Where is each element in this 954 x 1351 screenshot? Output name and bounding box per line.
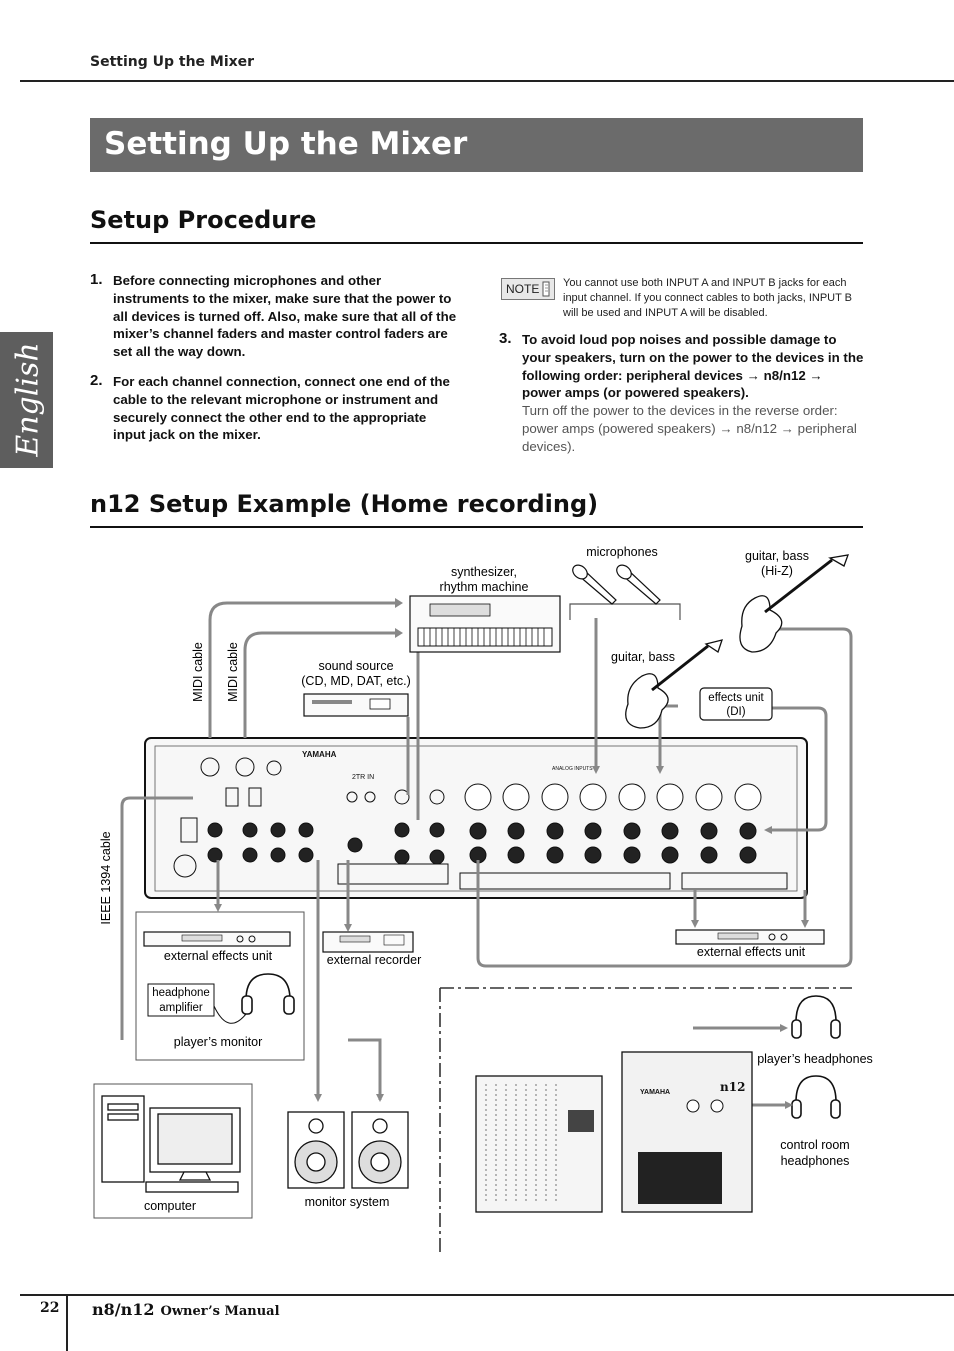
effects-cables [693, 890, 807, 920]
di-cable [772, 706, 828, 832]
svg-text:headphones: headphones [781, 1154, 850, 1168]
mixer-rear-panel: YAMAHA ANALOG INPUTS 2TR IN [144, 737, 808, 899]
step-note: Turn off the power to the devices in the… [522, 403, 857, 454]
svg-text:synthesizer,: synthesizer, [451, 565, 517, 579]
step-text: To avoid loud pop noises and possible da… [522, 332, 864, 401]
svg-text:microphones: microphones [586, 545, 658, 559]
header-rule [20, 80, 954, 82]
step-3: 3. To avoid loud pop noises and possible… [499, 330, 864, 456]
external-effects-unit-right-icon [675, 929, 825, 945]
svg-text:ANALOG INPUTS: ANALOG INPUTS [552, 766, 593, 772]
svg-text:player’s headphones: player’s headphones [757, 1052, 873, 1066]
svg-text:IEEE 1394 cable: IEEE 1394 cable [99, 831, 113, 924]
players-monitor-frame [135, 911, 305, 1061]
arrow-heads [214, 598, 809, 1109]
svg-text:headphone: headphone [152, 987, 210, 999]
effects-di-box [699, 687, 773, 721]
mixer-top-view: YAMAHA n12 [475, 1051, 753, 1213]
footer-divider [66, 1296, 68, 1351]
xlr-inputs-row [464, 783, 762, 811]
svg-text:guitar, bass: guitar, bass [745, 549, 809, 563]
ieee-cable [120, 796, 193, 1040]
svg-text:sound source: sound source [318, 659, 393, 673]
note-badge: NOTE [501, 278, 555, 300]
note-text: You cannot use both INPUT A and INPUT B … [563, 277, 853, 319]
svg-text:YAMAHA: YAMAHA [302, 750, 337, 759]
midi-cable-1 [208, 601, 395, 738]
phone-inputs-row [207, 822, 757, 865]
note-icon: NOTE [506, 281, 550, 297]
external-effects-unit-left-icon [143, 931, 291, 947]
svg-text:external effects unit: external effects unit [164, 949, 273, 963]
svg-text:MIDI cable: MIDI cable [191, 642, 205, 702]
section-title-setup-example: n12 Setup Example (Home recording) [90, 490, 599, 518]
svg-text:external effects unit: external effects unit [697, 945, 806, 959]
step-text: For each channel connection, connect one… [113, 374, 450, 443]
running-head: Setting Up the Mixer [90, 54, 255, 70]
section-rule [90, 526, 863, 528]
svg-text:MIDI cable: MIDI cable [226, 642, 240, 702]
guitar-icon [625, 554, 849, 729]
svg-text:player’s monitor: player’s monitor [174, 1035, 262, 1049]
step-1: 1. Before connecting microphones and oth… [90, 271, 458, 361]
model-name: n8/n12 [92, 1300, 155, 1319]
computer-frame [93, 1083, 253, 1219]
svg-text:amplifier: amplifier [159, 1002, 203, 1014]
step-number: 2. [90, 372, 103, 389]
step-2: 2. For each channel connection, connect … [90, 372, 458, 444]
players-headphones-icon [791, 995, 841, 1039]
external-recorder-icon [322, 931, 414, 953]
return-cable [476, 627, 853, 968]
midi-cable-2 [243, 631, 395, 738]
svg-text:YAMAHA: YAMAHA [640, 1089, 670, 1096]
section-title-setup-procedure: Setup Procedure [90, 206, 317, 234]
control-room-headphones-icon [791, 1075, 841, 1119]
svg-text:2TR IN: 2TR IN [352, 774, 374, 781]
step-number: 1. [90, 271, 103, 288]
svg-text:NOTE: NOTE [506, 282, 539, 296]
language-tab: English [0, 332, 53, 468]
svg-text:(CD, MD, DAT, etc.): (CD, MD, DAT, etc.) [301, 674, 411, 688]
svg-text:n12: n12 [720, 1080, 745, 1094]
svg-text:external recorder: external recorder [327, 953, 422, 967]
svg-text:control room: control room [780, 1138, 849, 1152]
manual-title: n8/n12 Owner’s Manual [92, 1300, 280, 1319]
svg-text:computer: computer [144, 1199, 196, 1213]
monitor-speakers-icon [287, 1111, 409, 1189]
computer-icon [101, 1095, 241, 1193]
page-number: 22 [40, 1300, 60, 1316]
svg-text:monitor system: monitor system [305, 1195, 390, 1209]
chapter-title: Setting Up the Mixer [104, 126, 468, 162]
microphone-icon [572, 564, 661, 605]
manual-label: Owner’s Manual [160, 1304, 280, 1319]
headphones-icon [213, 973, 295, 1024]
chapter-banner: Setting Up the Mixer [90, 118, 863, 172]
svg-text:effects unit: effects unit [708, 692, 764, 704]
step-text: Before connecting microphones and other … [113, 273, 457, 360]
headphone-amplifier-box [147, 983, 215, 1017]
svg-text:guitar, bass: guitar, bass [611, 650, 675, 664]
svg-text:(DI): (DI) [726, 706, 745, 718]
setup-diagram: YAMAHA ANALOG INPUTS 2TR IN [93, 545, 873, 1252]
svg-text:rhythm machine: rhythm machine [440, 580, 529, 594]
synthesizer-icon [409, 595, 561, 653]
svg-text:(Hi-Z): (Hi-Z) [761, 564, 793, 578]
dashed-separator [439, 987, 852, 1252]
section-rule [90, 242, 863, 244]
footer-rule [20, 1294, 954, 1296]
language-tab-label: English [10, 342, 46, 457]
step-number: 3. [499, 330, 512, 347]
sound-source-icon [303, 693, 409, 717]
